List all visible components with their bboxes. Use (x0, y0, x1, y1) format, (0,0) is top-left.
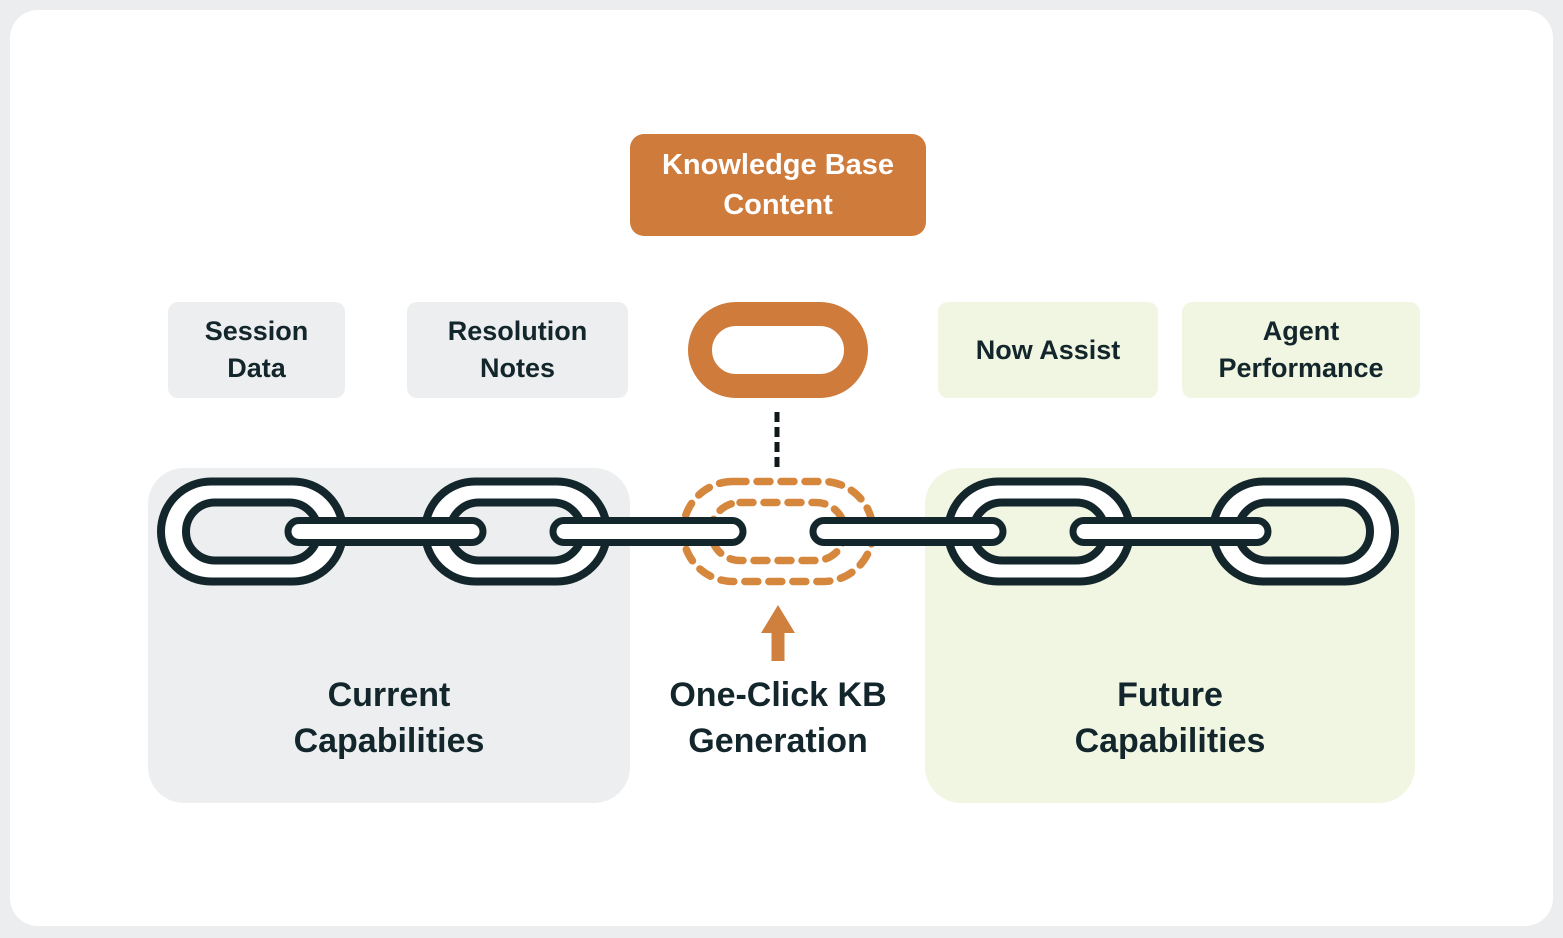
resolution-notes-box: Resolution Notes (407, 302, 628, 398)
resolution-notes-label: Resolution Notes (447, 316, 588, 383)
kb-chain-link-icon (688, 302, 868, 398)
knowledge-base-content-label: Knowledge Base Content (661, 149, 895, 221)
future-capabilities-caption: Future Capabilities (1074, 676, 1266, 760)
session-data-label: Session Data (204, 316, 309, 383)
session-data-box: Session Data (168, 302, 345, 398)
knowledge-base-content-box: Knowledge Base Content (630, 134, 926, 236)
current-capabilities-caption: Current Capabilities (293, 676, 485, 760)
now-assist-box: Now Assist (938, 302, 1158, 398)
now-assist-label: Now Assist (975, 334, 1121, 365)
agent-performance-box: Agent Performance (1182, 302, 1420, 398)
agent-performance-label: Agent Performance (1218, 316, 1384, 383)
one-click-kb-generation-caption: One-Click KB Generation (669, 676, 887, 760)
